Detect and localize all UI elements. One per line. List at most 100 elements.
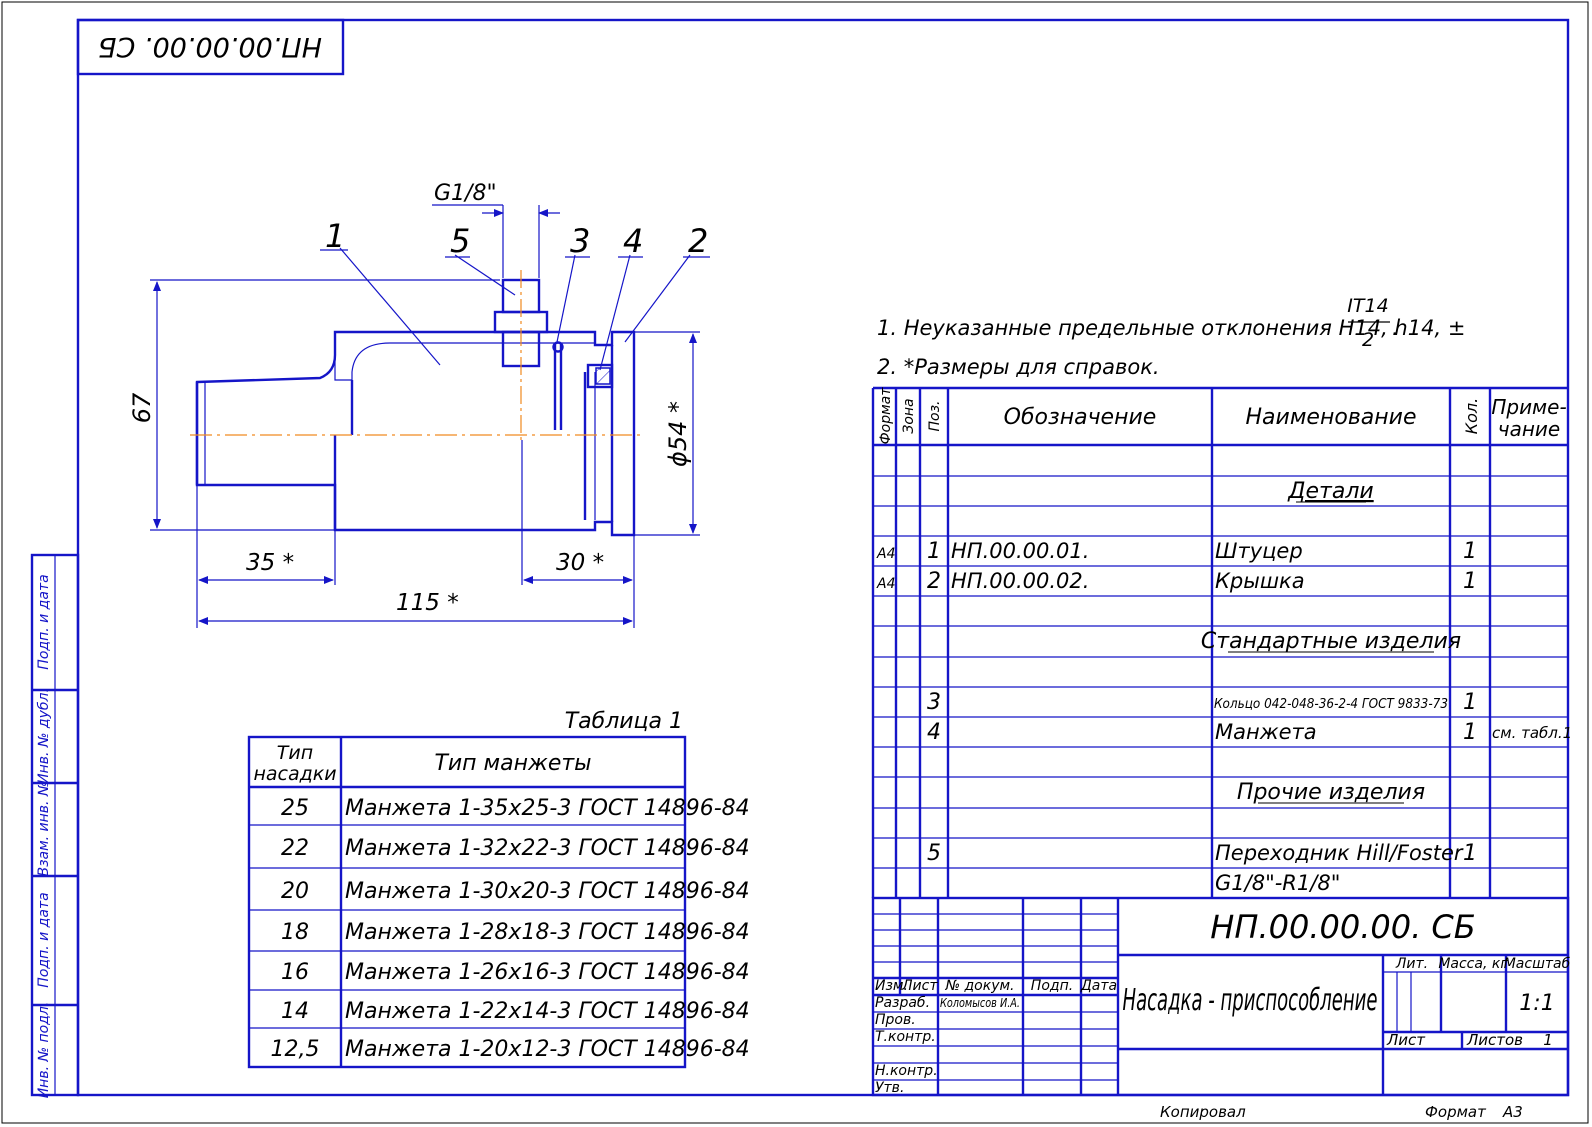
thread-dimension-label: G1/8" (434, 181, 497, 206)
tb-developer: Коломысов И.А. (940, 996, 1020, 1010)
tb-doc-no: № докум. (944, 978, 1014, 994)
spec-item-pos: 1 (927, 539, 941, 564)
dimension-total-label: 115 * (396, 590, 459, 616)
position-label-5: 5 (450, 222, 470, 260)
table1-header-cuff: Тип манжеты (434, 751, 591, 776)
spec-item-name: Манжета (1215, 720, 1317, 744)
spec-item-name: Кольцо 042-048-36-2-4 ГОСТ 9833-73 (1214, 697, 1448, 712)
spec-item-pos: 3 (927, 690, 941, 715)
note-1: 1. Неуказанные предельные отклонения H14… (877, 316, 1465, 340)
footer-format-value: A3 (1502, 1103, 1523, 1121)
table1-row-cuff: Манжета 1-20x12-3 ГОСТ 14896-84 (345, 1037, 750, 1062)
tb-approved: Утв. (875, 1080, 904, 1096)
spec-item-pos: 2 (927, 569, 941, 594)
side-strip: Подп. и дата Инв. № дубл. Взам. инв. № П… (30, 553, 80, 1099)
tb-developer-label: Разраб. (875, 995, 930, 1011)
table1-row-cuff: Манжета 1-26x16-3 ГОСТ 14896-84 (345, 960, 750, 985)
tb-mass: Масса, кг (1438, 956, 1508, 972)
spec-header-note-2: чание (1498, 417, 1560, 441)
tb-list: Лист (901, 978, 938, 994)
code-stamp-box (76, 18, 345, 76)
footer-format-label: Формат (1425, 1103, 1487, 1121)
table1-row-cuff: Манжета 1-28x18-3 ГОСТ 14896-84 (345, 920, 750, 945)
spec-item-qty: 1 (1463, 569, 1477, 594)
table1-header-type-2: насадки (253, 763, 336, 785)
table1-row-type: 20 (281, 879, 309, 904)
spec-header-pos: Поз. (927, 401, 943, 432)
tb-sheets: Листов (1466, 1031, 1523, 1049)
spec-item-qty: 1 (1463, 690, 1477, 715)
table1-row-cuff: Манжета 1-35x25-3 ГОСТ 14896-84 (345, 796, 750, 821)
table1-row-cuff: Манжета 1-30x20-3 ГОСТ 14896-84 (345, 879, 750, 904)
spec-item-format: A4 (876, 576, 895, 592)
spec-section-other: Прочие изделия (1237, 780, 1425, 805)
position-label-3: 3 (570, 222, 590, 260)
side-label-inv-orig: Инв. № подл. (36, 1002, 52, 1099)
side-label-inv-dup: Инв. № дубл. (36, 688, 52, 784)
tb-ncontrol: Н.контр. (875, 1063, 938, 1079)
tb-scale: 1:1 (1519, 991, 1554, 1016)
dimension-left-label: 35 * (246, 550, 294, 576)
note-2: 2. *Размеры для справок. (877, 355, 1160, 379)
spec-item-pos: 5 (927, 841, 941, 866)
spec-header-qty: Кол. (1462, 398, 1481, 434)
spec-item-name: Крышка (1215, 569, 1305, 593)
side-label-sign-date-2: Подп. и дата (36, 892, 52, 987)
cuff-table: Таблица 1 Тип насадки Тип манжеты 25 Ман… (247, 709, 750, 1069)
position-label-4: 4 (623, 222, 643, 260)
dimension-right-label: 30 * (556, 550, 604, 576)
spec-item-name: Штуцер (1215, 539, 1303, 563)
table1-row-type: 14 (281, 999, 309, 1024)
spec-item-qty: 1 (1463, 539, 1477, 564)
spec-item-designation: НП.00.00.01. (951, 539, 1089, 563)
spec-item-format: A4 (876, 546, 895, 562)
table1-row-type: 25 (281, 796, 309, 821)
spec-item-name: Переходник Hill/Foster (1215, 841, 1464, 865)
spec-item-note: см. табл.1 (1492, 724, 1572, 742)
side-label-replace-inv: Взам. инв. № (36, 781, 52, 876)
tb-lit: Лит. (1395, 956, 1428, 972)
spec-item-name-line2: G1/8"-R1/8" (1215, 871, 1340, 895)
title-block: Изм. Лист № докум. Подп. Дата Разраб. Ко… (871, 896, 1571, 1097)
part-section-view: 1 5 3 4 2 G1/8" 67 ϕ54 * 35 * 30 * (128, 181, 710, 628)
note-1-denominator: 2 (1362, 329, 1374, 351)
dimension-height-label: 67 (128, 392, 156, 423)
tb-sheet: Лист (1386, 1031, 1426, 1049)
specification-table: Формат Зона Поз. Обозначение Наименовани… (871, 387, 1572, 898)
table1-row-type: 12,5 (271, 1037, 320, 1062)
table1-row-cuff: Манжета 1-32x22-3 ГОСТ 14896-84 (345, 836, 750, 861)
table1-row-cuff: Манжета 1-22x14-3 ГОСТ 14896-84 (345, 999, 750, 1024)
table1-caption: Таблица 1 (565, 709, 683, 734)
tb-date: Дата (1080, 978, 1117, 994)
tb-title: Насадка - приспособление (1123, 983, 1378, 1018)
table1-row-type: 16 (281, 960, 309, 985)
tb-sheets-count: 1 (1543, 1031, 1553, 1049)
note-1-end: . (1392, 316, 1399, 340)
table1-row-type: 18 (281, 920, 309, 945)
position-label-1: 1 (325, 217, 345, 255)
code-stamp-text: НП.00.00.00. СБ (98, 31, 322, 62)
tb-izm: Изм. (875, 978, 908, 994)
spec-header-zone: Зона (901, 398, 917, 433)
spec-item-designation: НП.00.00.02. (951, 569, 1089, 593)
spec-header-format: Формат (878, 387, 894, 445)
spec-header-designation: Обозначение (1004, 405, 1157, 430)
tb-checker: Пров. (875, 1012, 916, 1028)
technical-notes: 1. Неуказанные предельные отклонения H14… (877, 295, 1465, 379)
spec-header-note-1: Приме- (1491, 395, 1566, 419)
side-label-sign-date-1: Подп. и дата (36, 574, 52, 669)
footer-copied: Копировал (1160, 1103, 1246, 1121)
table1-row-type: 22 (281, 836, 309, 861)
position-label-2: 2 (688, 222, 708, 260)
tb-sign: Подп. (1031, 978, 1073, 994)
spec-item-qty: 1 (1463, 841, 1477, 866)
dimension-diameter-label: ϕ54 * (664, 401, 692, 467)
spec-section-details: Детали (1287, 479, 1373, 504)
tb-tcontrol: Т.контр. (875, 1029, 936, 1045)
spec-header-name: Наименование (1246, 405, 1417, 430)
tb-code: НП.00.00.00. СБ (1210, 908, 1475, 946)
spec-section-standard: Стандартные изделия (1201, 629, 1461, 654)
table1-header-type-1: Тип (277, 742, 313, 764)
